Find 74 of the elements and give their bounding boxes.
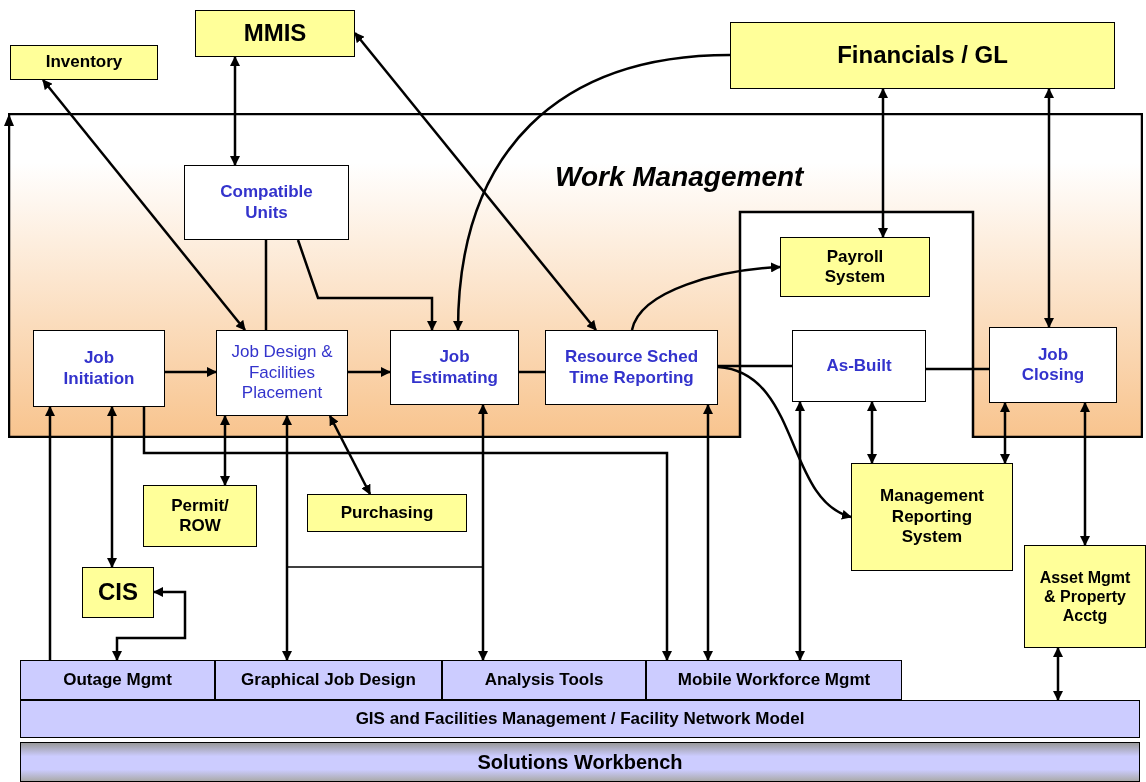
- box-label: Job Initiation: [62, 348, 136, 389]
- system-box: [307, 494, 467, 532]
- double-arrow: [1044, 88, 1054, 328]
- double-arrow: [795, 401, 805, 661]
- box-label: Job Closing: [1020, 344, 1086, 386]
- region-title: Work Management: [555, 160, 804, 194]
- process-box: [33, 330, 165, 407]
- box-label: Compatible Units: [219, 182, 314, 223]
- process-box: [216, 330, 348, 416]
- box-label: Management Reporting System: [879, 486, 985, 548]
- box-label: Analysis Tools: [484, 669, 604, 691]
- arrow: [165, 367, 217, 377]
- module-bar: [646, 660, 902, 700]
- double-arrow: [230, 56, 240, 166]
- box-label: Resource Sched Time Reporting: [563, 347, 700, 388]
- double-arrow: [1080, 402, 1090, 546]
- arrow: [453, 53, 731, 331]
- double-arrow: [878, 88, 888, 238]
- arrow: [296, 239, 437, 331]
- box-label: Graphical Job Design: [241, 669, 416, 691]
- box-label: GIS and Facilities Management / Facility Network Model: [355, 708, 805, 730]
- box-label: Job Estimating: [410, 347, 499, 388]
- arrow: [348, 367, 391, 377]
- double-arrow: [1000, 402, 1010, 464]
- double-arrow: [478, 404, 488, 661]
- connector-line: [519, 370, 545, 374]
- box-label: Outage Mgmt: [63, 669, 172, 691]
- module-bar: [442, 660, 646, 700]
- system-box: [780, 237, 930, 297]
- box-label: Mobile Workforce Mgmt: [677, 669, 871, 691]
- box-label: Asset Mgmt & Property Acctg: [1038, 567, 1132, 626]
- arrow: [45, 406, 55, 660]
- double-arrow: [107, 406, 117, 568]
- box-label: Inventory: [45, 52, 123, 73]
- system-box: [851, 463, 1013, 571]
- process-box: [792, 330, 926, 402]
- connector-line: [926, 367, 989, 371]
- system-box: [143, 485, 257, 547]
- double-arrow: [328, 415, 372, 495]
- system-box: [1024, 545, 1146, 648]
- system-box: [730, 22, 1115, 89]
- box-label: Job Design & Facilities Placement: [230, 342, 334, 404]
- system-box: [82, 567, 154, 618]
- connector-line: [718, 364, 792, 368]
- double-arrow: [703, 404, 713, 661]
- connector-line: [264, 240, 268, 330]
- module-bar: [20, 660, 215, 700]
- double-arrow: [867, 401, 877, 464]
- double-arrow: [282, 415, 292, 661]
- double-arrow: [1053, 647, 1063, 701]
- box-label: Financials / GL: [837, 41, 1008, 70]
- double-arrow: [220, 415, 230, 486]
- box-label: Permit/ ROW: [170, 495, 230, 537]
- module-bar: [20, 700, 1140, 738]
- module-bar: [215, 660, 442, 700]
- process-box: [390, 330, 519, 405]
- system-box: [195, 10, 355, 57]
- arrow: [630, 262, 781, 331]
- box-label: Payroll System: [823, 246, 887, 288]
- box-label: Solutions Workbench: [477, 750, 683, 774]
- process-box: [184, 165, 349, 240]
- platform-bar: [20, 742, 1140, 782]
- box-label: As-Built: [826, 355, 892, 377]
- arrow: [717, 365, 852, 519]
- double-arrow: [42, 79, 246, 331]
- process-box: [545, 330, 718, 405]
- process-box: [989, 327, 1117, 403]
- double-arrow: [112, 587, 187, 661]
- arrow: [142, 407, 672, 661]
- system-box: [10, 45, 158, 80]
- double-arrow: [354, 32, 597, 331]
- box-label: Purchasing: [340, 502, 434, 524]
- box-label: CIS: [98, 578, 138, 607]
- box-label: MMIS: [243, 19, 307, 48]
